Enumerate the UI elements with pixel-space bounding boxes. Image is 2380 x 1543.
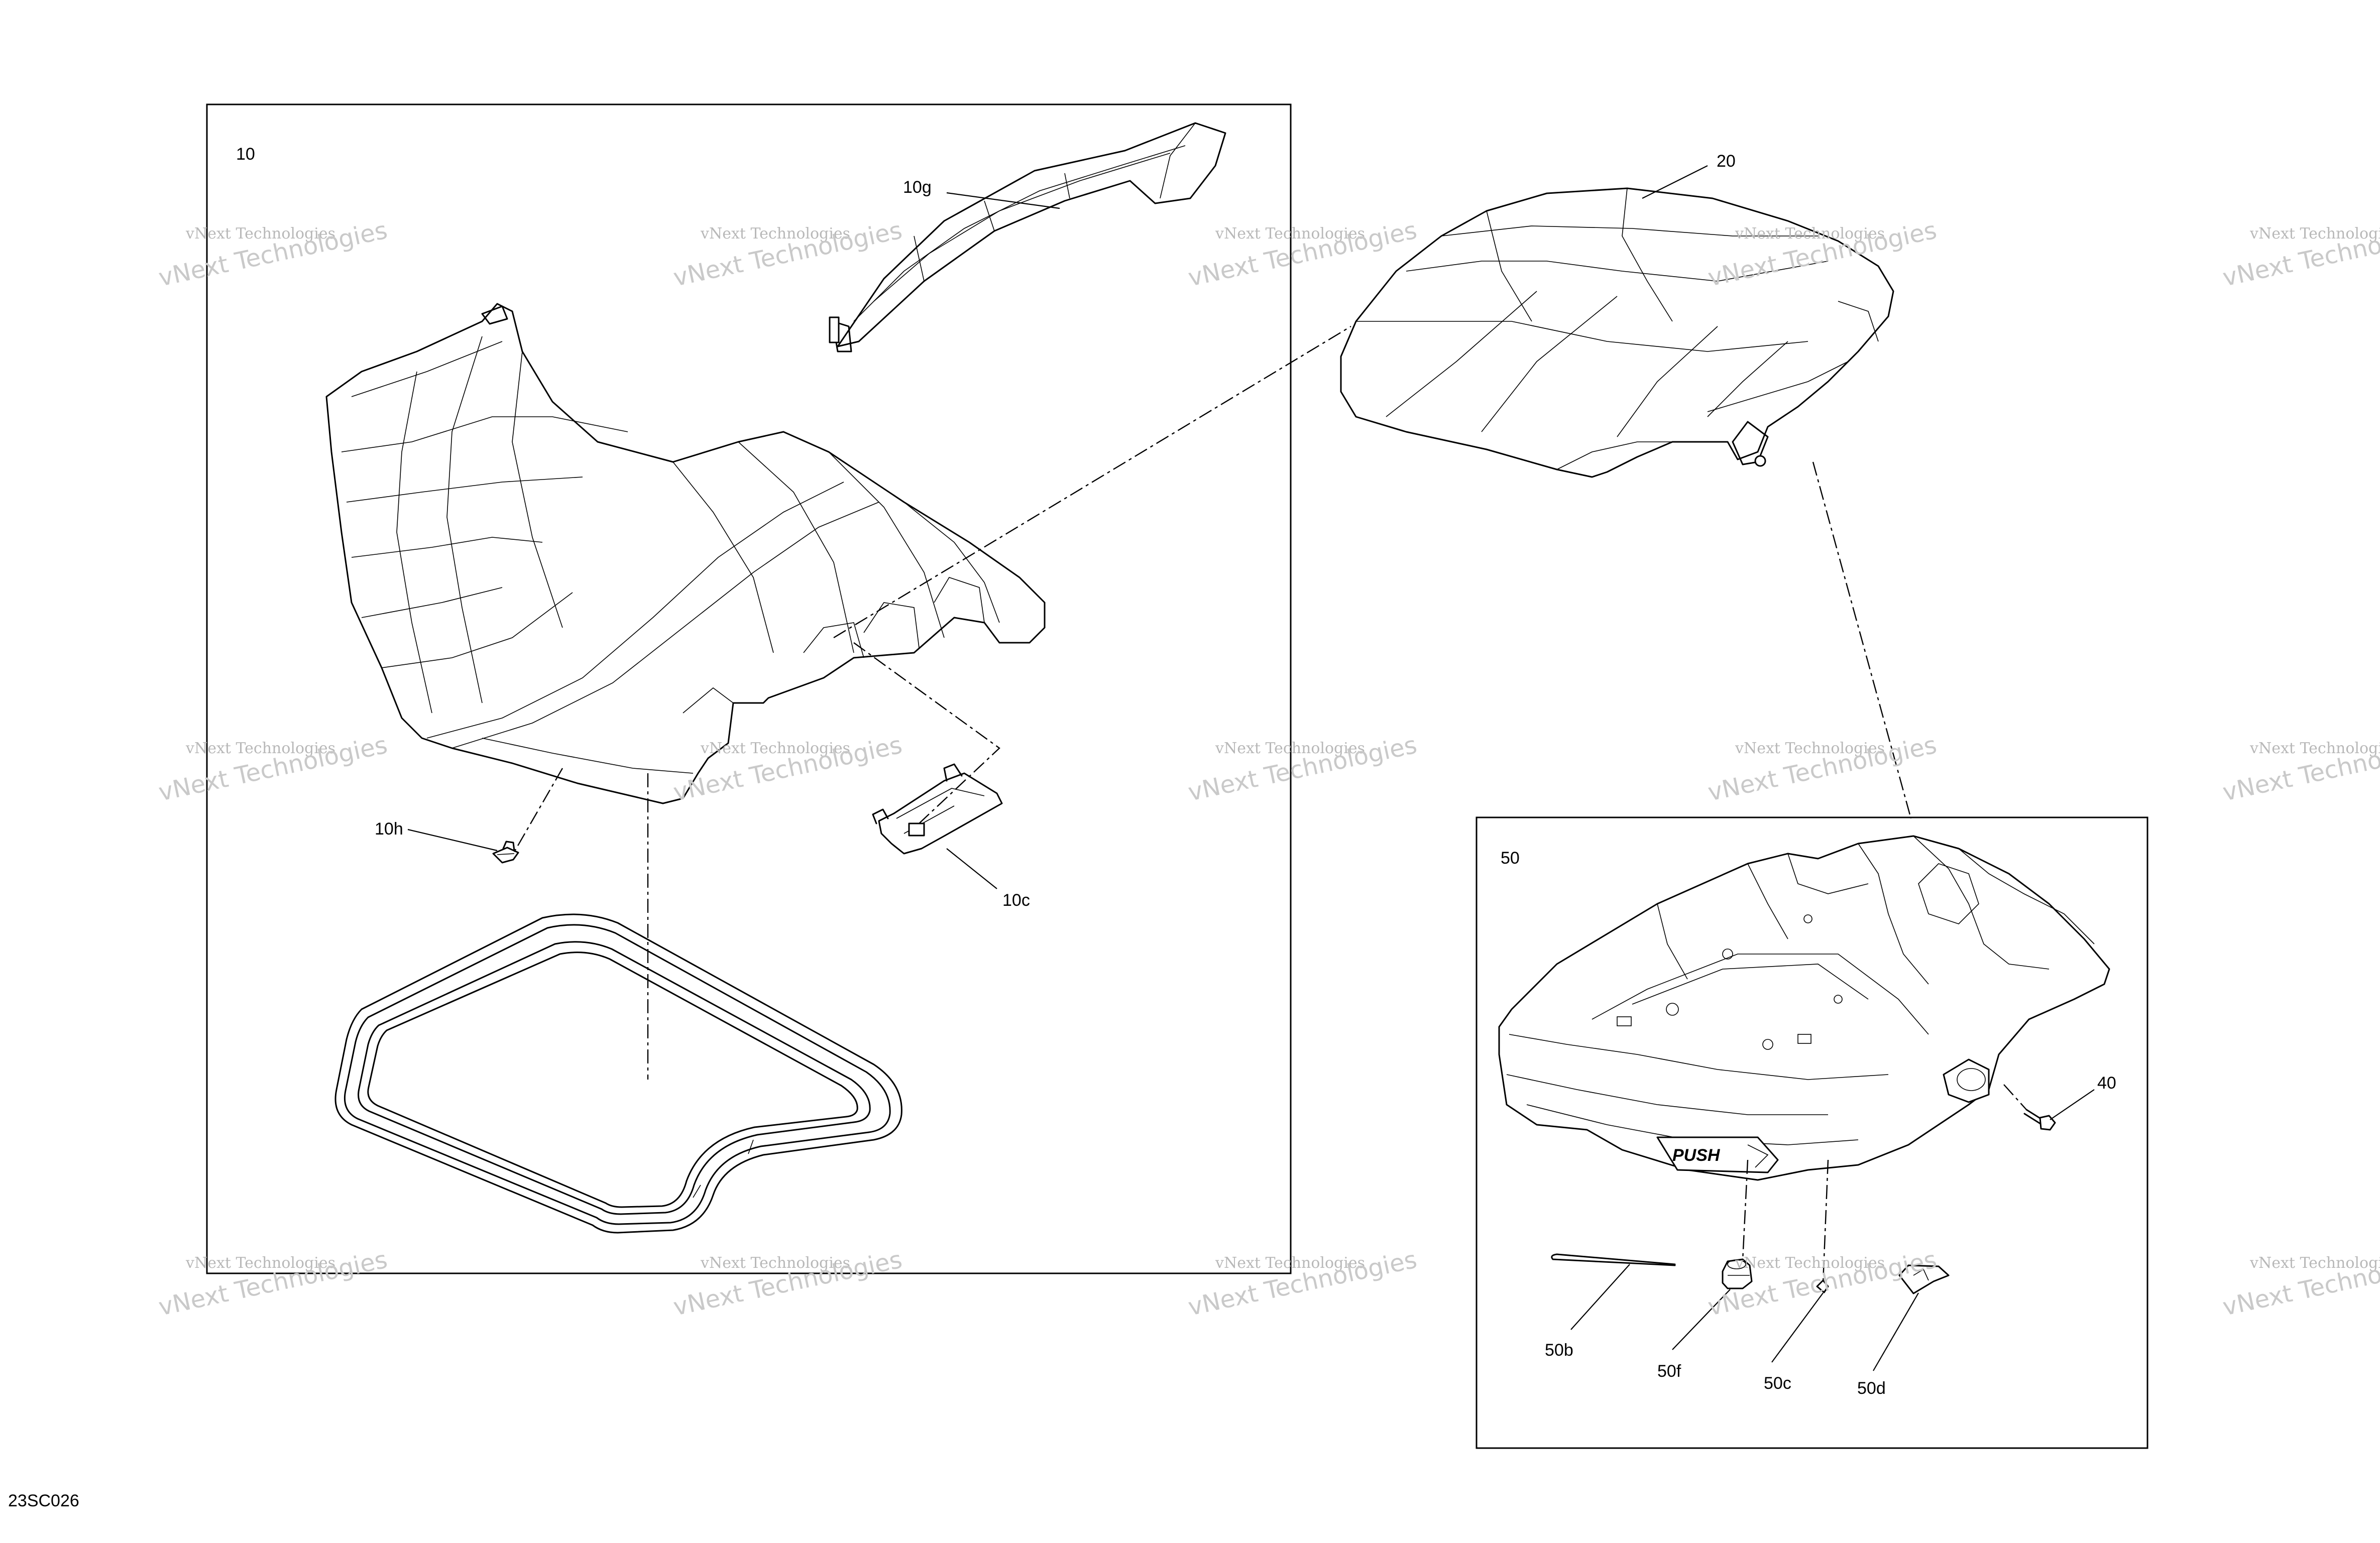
callout-50d: 50d xyxy=(1857,1379,1886,1398)
svg-text:vNext Technologies: vNext Technologies xyxy=(1735,1254,1885,1272)
svg-text:vNext Technologies: vNext Technologies xyxy=(1735,225,1885,243)
cap-50d-part xyxy=(1898,1264,1950,1294)
svg-text:vNext Technologies: vNext Technologies xyxy=(1215,740,1365,757)
svg-text:vNext Technologies: vNext Technologies xyxy=(1735,740,1885,757)
callout-50: 50 xyxy=(1501,849,1520,868)
group-box-50 xyxy=(1476,816,2148,1449)
group-box-10 xyxy=(206,103,1292,1274)
svg-text:vNext Technologies: vNext Technologies xyxy=(1215,1254,1365,1272)
seat-base-part: PUSH xyxy=(1498,835,2110,1181)
callout-50c: 50c xyxy=(1764,1374,1791,1393)
seal-gasket-part xyxy=(334,913,902,1234)
svg-text:vNext Technologies: vNext Technologies xyxy=(185,1254,335,1272)
clip-50c-part xyxy=(1816,1279,1829,1293)
callout-40: 40 xyxy=(2097,1074,2116,1093)
svg-text:vNext Technologies: vNext Technologies xyxy=(700,1254,850,1272)
callout-10g: 10g xyxy=(903,178,932,197)
main-seat-part xyxy=(325,303,1046,804)
svg-text:vNext Technologies: vNext Technologies xyxy=(2249,225,2380,243)
callout-50b: 50b xyxy=(1545,1341,1573,1360)
latch-10c-part xyxy=(872,763,1003,855)
svg-text:vNext Technologies: vNext Technologies xyxy=(700,740,850,757)
svg-text:vNext Technologies: vNext Technologies xyxy=(2249,1254,2380,1272)
grab-handle-part xyxy=(829,122,1226,352)
passenger-seat-part xyxy=(1340,187,1894,478)
svg-text:vNext Technologies: vNext Technologies xyxy=(1215,225,1365,243)
grommet-50f-part xyxy=(1722,1258,1753,1289)
callout-10h: 10h xyxy=(375,819,403,839)
callout-10: 10 xyxy=(236,145,255,164)
svg-text:vNext Technologies: vNext Technologies xyxy=(185,740,335,757)
svg-text:vNext Technologies: vNext Technologies xyxy=(700,225,850,243)
callout-20: 20 xyxy=(1717,152,1736,171)
callout-50f: 50f xyxy=(1657,1362,1681,1381)
leader-lines xyxy=(407,165,2095,1371)
pin-50b-part xyxy=(1551,1253,1676,1266)
assembly-lines xyxy=(512,325,2027,1283)
svg-text:vNext Technologies: vNext Technologies xyxy=(2249,740,2380,757)
callout-10c: 10c xyxy=(1002,891,1030,910)
diagram-code: 23SC026 xyxy=(8,1491,79,1510)
clip-10h-part xyxy=(492,841,519,864)
push-decal-text: PUSH xyxy=(1672,1146,1721,1165)
svg-text:vNext Technologies: vNext Technologies xyxy=(185,225,335,243)
